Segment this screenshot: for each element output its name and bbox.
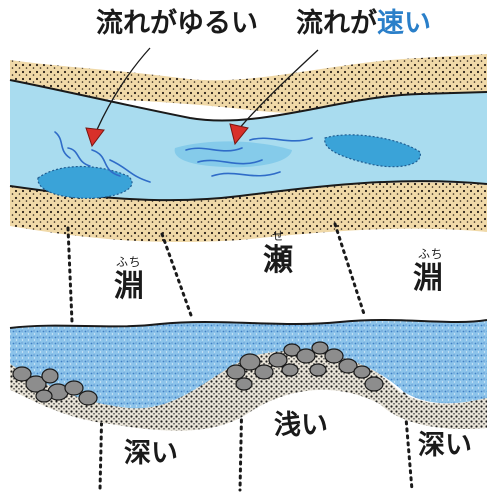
- left-term-reading: ふち: [116, 256, 142, 268]
- center-term: 瀬: [263, 246, 293, 276]
- slow-flow-label: 流れがゆるい: [96, 10, 258, 37]
- plan-view: [10, 48, 487, 242]
- right-term-reading: ふち: [418, 248, 444, 260]
- right-depth-label: 深い: [418, 432, 472, 459]
- fast-flow-label: 流れが速い: [296, 10, 431, 37]
- right-term: 淵: [413, 264, 443, 294]
- left-term: 淵: [114, 272, 144, 302]
- section-view: [10, 320, 487, 431]
- slow-flow-text: 流れがゆるい: [96, 8, 258, 39]
- center-term-reading: せ: [272, 230, 285, 242]
- fast-flow-prefix: 流れが: [296, 8, 377, 39]
- fast-flow-word: 速い: [377, 8, 431, 39]
- left-depth-label: 深い: [124, 440, 178, 467]
- center-depth-label: 浅い: [274, 412, 328, 439]
